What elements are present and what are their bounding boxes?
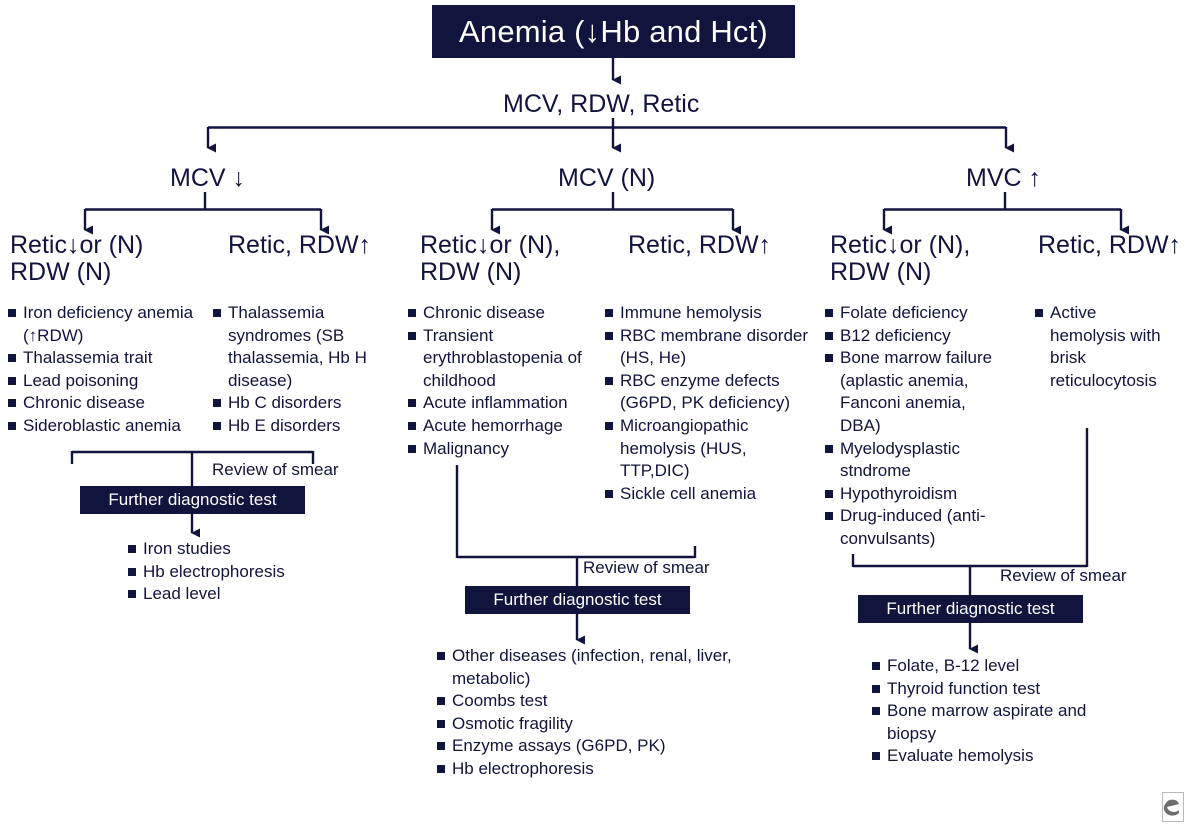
list-item: Active hemolysis with brisk reticulocyto…: [1035, 302, 1165, 392]
list-item: Bone marrow aspirate and biopsy: [872, 700, 1112, 745]
list-item: Hb C disorders: [213, 392, 393, 415]
list-item: Iron deficiency anemia (↑RDW): [8, 302, 208, 347]
list-item: Folate, B-12 level: [872, 655, 1112, 678]
root-test-label: MCV, RDW, Retic: [503, 90, 700, 118]
list-item: Coombs test: [437, 690, 797, 713]
further-diagnostic-test-box-right: Further diagnostic test: [858, 595, 1083, 623]
list-item: Hb electrophoresis: [128, 561, 338, 584]
differential-list-microcytic-hypo: Iron deficiency anemia (↑RDW)Thalassemia…: [8, 302, 208, 438]
differential-list-macrocytic-regen: Active hemolysis with brisk reticulocyto…: [1035, 302, 1165, 392]
list-item: Other diseases (infection, renal, liver,…: [437, 645, 797, 690]
list-item: B12 deficiency: [825, 325, 1005, 348]
list-item: Bone marrow failure (aplastic anemia, Fa…: [825, 347, 1005, 437]
list-item: Folate deficiency: [825, 302, 1005, 325]
list-item: RBC membrane disorder (HS, He): [605, 325, 810, 370]
list-item: Acute inflammation: [408, 392, 603, 415]
list-item: Lead poisoning: [8, 370, 208, 393]
list-item: Thalassemia trait: [8, 347, 208, 370]
list-item: Drug-induced (anti-convulsants): [825, 505, 1005, 550]
column-heading-normocytic-regen: Retic, RDW↑: [628, 231, 772, 259]
further-diagnostic-test-box-middle: Further diagnostic test: [465, 586, 690, 614]
branch-label-mcv-low: MCV ↓: [170, 164, 245, 192]
list-item: Sickle cell anemia: [605, 483, 810, 506]
branch-label-mcv-normal: MCV (N): [558, 164, 656, 192]
list-item: Microangiopathic hemolysis (HUS, TTP,DIC…: [605, 415, 810, 483]
review-of-smear-label-middle: Review of smear: [583, 558, 710, 577]
list-item: Enzyme assays (G6PD, PK): [437, 735, 797, 758]
list-item: RBC enzyme defects (G6PD, PK deficiency): [605, 370, 810, 415]
list-item: Malignancy: [408, 438, 603, 461]
differential-list-microcytic-regen: Thalassemia syndromes (SB thalassemia, H…: [213, 302, 393, 438]
column-heading-macrocytic-hypo: Retic↓or (N),RDW (N): [830, 231, 971, 286]
list-item: Myelodysplastic stndrome: [825, 438, 1005, 483]
column-heading-normocytic-hypo: Retic↓or (N),RDW (N): [420, 231, 561, 286]
list-item: Iron studies: [128, 538, 338, 561]
review-of-smear-label-left: Review of smear: [212, 460, 339, 479]
list-item: Thalassemia syndromes (SB thalassemia, H…: [213, 302, 393, 392]
list-item: Hb electrophoresis: [437, 758, 797, 781]
column-heading-macrocytic-regen: Retic, RDW↑: [1038, 231, 1182, 259]
review-of-smear-label-right: Review of smear: [1000, 566, 1127, 585]
watermark-logo: [1162, 792, 1184, 822]
list-item: Sideroblastic anemia: [8, 415, 208, 438]
list-item: Evaluate hemolysis: [872, 745, 1112, 768]
list-item: Transient erythroblastopenia of childhoo…: [408, 325, 603, 393]
list-item: Acute hemorrhage: [408, 415, 603, 438]
list-item: Chronic disease: [8, 392, 208, 415]
list-item: Hb E disorders: [213, 415, 393, 438]
list-item: Chronic disease: [408, 302, 603, 325]
list-item: Hypothyroidism: [825, 483, 1005, 506]
list-item: Lead level: [128, 583, 338, 606]
column-heading-microcytic-regen: Retic, RDW↑: [228, 231, 372, 259]
further-diagnostic-test-box-left: Further diagnostic test: [80, 486, 305, 514]
branch-label-mcv-high: MVC ↑: [966, 164, 1041, 192]
page-title: Anemia (↓Hb and Hct): [432, 5, 795, 58]
outcome-list-middle: Other diseases (infection, renal, liver,…: [437, 645, 797, 781]
list-item: Immune hemolysis: [605, 302, 810, 325]
list-item: Thyroid function test: [872, 678, 1112, 701]
list-item: Osmotic fragility: [437, 713, 797, 736]
column-heading-microcytic-hypo: Retic↓or (N)RDW (N): [10, 231, 144, 286]
